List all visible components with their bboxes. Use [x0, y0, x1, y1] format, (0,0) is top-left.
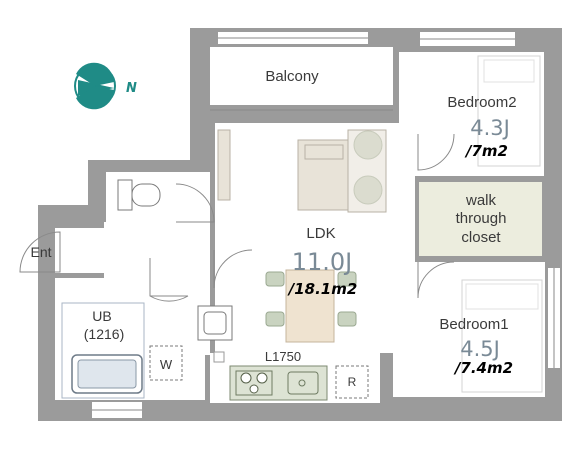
bedroom1-size: 4.5J — [460, 337, 500, 361]
bedroom1-area: /7.4m2 — [453, 359, 513, 377]
washer-space — [149, 345, 183, 381]
ldk-label: LDK — [306, 225, 335, 242]
ldk-area: /18.1m2 — [287, 280, 358, 298]
closet-floor — [419, 182, 542, 256]
ub-size-label: (1216) — [84, 326, 124, 342]
entrance-floor — [55, 228, 105, 273]
burner-icon — [256, 372, 268, 384]
toilet-door — [175, 183, 215, 223]
ldk-furniture — [217, 129, 387, 343]
burner-icon — [249, 384, 259, 394]
burner-icon — [240, 372, 252, 384]
bedroom2-door — [417, 133, 455, 171]
fridge-space — [335, 365, 369, 399]
window-lines — [92, 37, 555, 411]
closet-label-2: through — [456, 210, 507, 227]
bedroom2-floor — [399, 52, 544, 176]
north-label: N — [126, 81, 137, 96]
vanity — [197, 305, 233, 363]
ub-floor-upper — [55, 278, 145, 338]
closet-label-1: walk — [465, 192, 497, 209]
kitchen-label: L1750 — [265, 349, 301, 364]
entrance-door — [19, 231, 61, 273]
kitchen-counter — [229, 365, 328, 401]
kitchen-sink — [287, 371, 319, 395]
bedroom2-size: 4.3J — [470, 116, 510, 140]
washer-label: W — [160, 357, 173, 372]
ldk-size: 11.0J — [292, 248, 353, 276]
compass: N — [74, 62, 137, 110]
bed-bedroom2 — [477, 55, 541, 167]
unit-bath — [61, 302, 145, 399]
doors — [19, 133, 455, 302]
balcony-label: Balcony — [265, 68, 319, 85]
toilet — [117, 179, 161, 211]
bedroom2-label: Bedroom2 — [447, 94, 516, 111]
balcony-floor — [210, 47, 393, 105]
entrance-label: Ent — [30, 244, 51, 260]
bedroom1-door — [417, 261, 455, 299]
bedroom2-area: /7m2 — [464, 142, 508, 160]
fridge-label: R — [348, 375, 357, 389]
closet-label-3: closet — [461, 229, 501, 246]
bedroom1-label: Bedroom1 — [439, 316, 508, 333]
bed-bedroom1 — [461, 279, 543, 393]
dining-table — [285, 269, 335, 343]
ldk-door — [213, 249, 253, 289]
ub-label: UB — [92, 308, 111, 324]
